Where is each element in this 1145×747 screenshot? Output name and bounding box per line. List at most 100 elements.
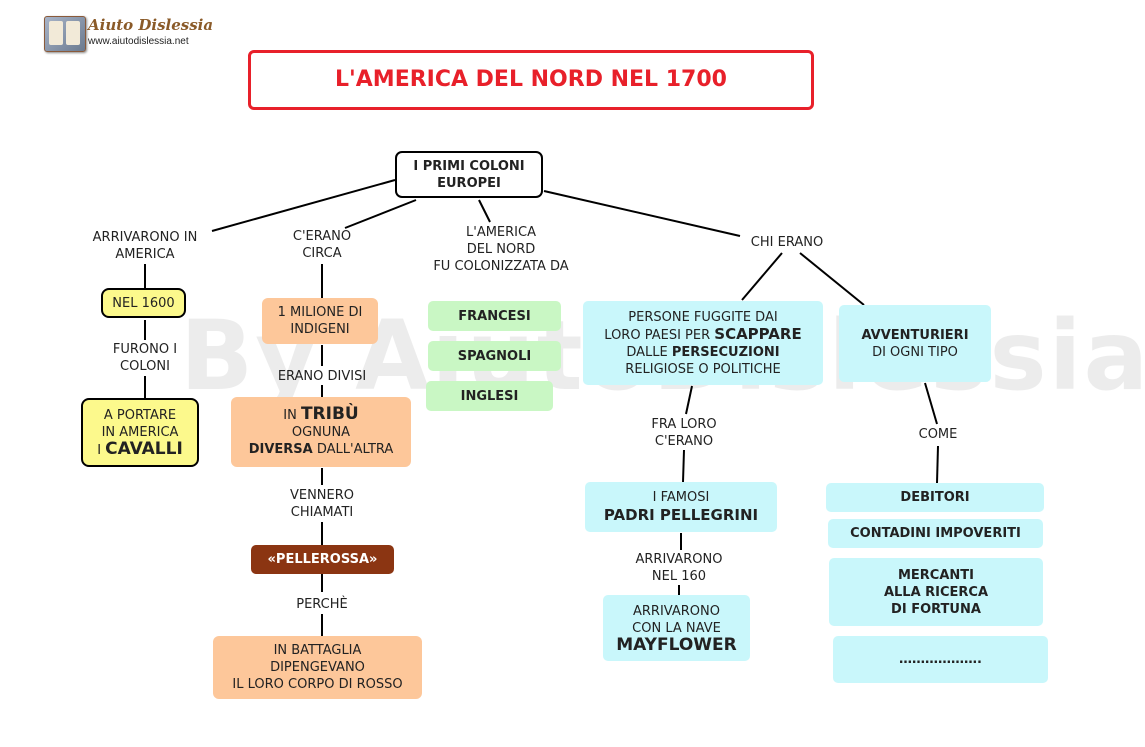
node-padri-line-1: I FAMOSI: [652, 490, 710, 505]
node-tribu-line-1: IN TRIBÙ: [283, 406, 358, 424]
branch4-label: CHI ERANO: [735, 234, 839, 251]
branch4-label-b: COME: [898, 426, 978, 443]
branch2-label-2: ERANO DIVISI: [260, 368, 384, 385]
node-padri-pellegrini: I FAMOSI PADRI PELLEGRINI: [585, 482, 777, 532]
branch4-label-a-line-1: FRA LORO: [651, 417, 717, 432]
node-tribu-line-3: DIVERSA DALL'ALTRA: [249, 441, 394, 458]
book-icon: [44, 16, 86, 52]
branch1-label-2: FURONO I COLONI: [95, 341, 195, 375]
node-nel-1600-text: NEL 1600: [112, 295, 175, 311]
node-debitori-text: DEBITORI: [900, 490, 970, 505]
root-line-2: EUROPEI: [437, 175, 501, 191]
node-persecuzioni-scappare: SCAPPARE: [714, 324, 802, 343]
node-battaglia: IN BATTAGLIA DIPENGEVANO IL LORO CORPO D…: [213, 636, 422, 699]
node-pellerossa: «PELLEROSSA»: [251, 545, 394, 574]
node-inglesi: INGLESI: [426, 381, 553, 411]
node-indigeni: 1 MILIONE DI INDIGENI: [262, 298, 378, 344]
node-mercanti: MERCANTI ALLA RICERCA DI FORTUNA: [829, 558, 1043, 626]
branch4-label-b-text: COME: [918, 427, 958, 442]
node-persecuzioni-line-1: PERSONE FUGGITE DAI: [628, 309, 778, 325]
node-mayflower-line-1: ARRIVARONO: [633, 603, 720, 619]
node-tribu-line-2: OGNUNA: [291, 425, 351, 440]
branch2-label4-text: PERCHÈ: [296, 597, 348, 612]
root-node: I PRIMI COLONI EUROPEI: [395, 151, 543, 198]
node-mercanti-line-1: MERCANTI: [897, 567, 974, 583]
node-tribu-keyword: TRIBÙ: [300, 404, 359, 424]
branch2-label-line-2: CIRCA: [302, 246, 342, 261]
node-francesi: FRANCESI: [428, 301, 561, 331]
node-persecuzioni-keyword: PERSECUZIONI: [671, 344, 780, 360]
node-cavalli: A PORTARE IN AMERICA I CAVALLI: [81, 398, 199, 467]
node-persecuzioni-dalle: DALLE: [626, 344, 668, 360]
branch3-label-line-3: FU COLONIZZATA DA: [433, 259, 569, 274]
node-nel-1600: NEL 1600: [101, 288, 186, 318]
node-indigeni-line-2: INDIGENI: [290, 322, 350, 337]
branch1-label2-line-1: FURONO I: [112, 342, 178, 357]
node-spagnoli-text: SPAGNOLI: [457, 348, 532, 364]
logo-url: www.aiutodislessia.net: [88, 36, 189, 47]
node-tribu-dallaltra: DALL'ALTRA: [316, 442, 394, 457]
branch3-label-line-1: L'AMERICA: [466, 225, 536, 240]
node-persecuzioni: PERSONE FUGGITE DAI LORO PAESI PER SCAPP…: [583, 301, 823, 385]
node-dots: ……………….: [833, 636, 1048, 683]
branch2-label-line-1: C'ERANO: [292, 229, 352, 244]
branch4-label-a2-line-1: ARRIVARONO: [635, 552, 723, 567]
node-cavalli-line-3: I CAVALLI: [97, 438, 183, 459]
branch3-label-line-2: DEL NORD: [466, 242, 536, 257]
branch2-label: C'ERANO CIRCA: [272, 228, 372, 262]
node-cavalli-i: I: [97, 442, 102, 458]
node-tribu: IN TRIBÙ OGNUNA DIVERSA DALL'ALTRA: [231, 397, 411, 467]
node-pellerossa-text: «PELLEROSSA»: [267, 552, 378, 567]
node-indigeni-line-1: 1 MILIONE DI: [277, 305, 363, 320]
node-dots-text: ……………….: [899, 652, 982, 667]
root-line-1: I PRIMI COLONI: [413, 158, 525, 174]
logo-name: Aiuto Dislessia: [88, 16, 214, 34]
branch4-label-a2: ARRIVARONO NEL 160: [624, 551, 734, 585]
node-cavalli-line-2: IN AMERICA: [101, 424, 179, 440]
node-inglesi-text: INGLESI: [460, 388, 519, 404]
node-mayflower-keyword: MAYFLOWER: [616, 634, 737, 655]
node-avventurieri: AVVENTURIERI DI OGNI TIPO: [839, 305, 991, 382]
node-tribu-diversa: DIVERSA: [248, 442, 313, 457]
node-cavalli-keyword: CAVALLI: [105, 438, 183, 459]
node-persecuzioni-per: LORO PAESI PER: [604, 327, 711, 343]
branch4-label-a: FRA LORO C'ERANO: [634, 416, 734, 450]
branch3-label: L'AMERICA DEL NORD FU COLONIZZATA DA: [418, 224, 584, 275]
node-padri-line-2: PADRI PELLEGRINI: [603, 506, 759, 524]
node-tribu-in: IN: [283, 408, 297, 423]
branch1-label2-line-2: COLONI: [120, 359, 170, 374]
logo: Aiuto Dislessia www.aiutodislessia.net: [44, 15, 213, 55]
node-battaglia-line-1: IN BATTAGLIA: [273, 643, 362, 658]
node-battaglia-line-3: IL LORO CORPO DI ROSSO: [232, 677, 403, 692]
node-mercanti-line-3: DI FORTUNA: [891, 601, 981, 617]
node-persecuzioni-line-4: RELIGIOSE O POLITICHE: [625, 361, 781, 377]
node-persecuzioni-line-2: LORO PAESI PER SCAPPARE: [604, 324, 802, 344]
branch2-label-3: VENNERO CHIAMATI: [272, 487, 372, 521]
branch4-label-a-line-2: C'ERANO: [654, 434, 714, 449]
node-avventurieri-line-1: AVVENTURIERI: [861, 327, 969, 343]
node-mayflower-line-2: CON LA NAVE: [632, 620, 721, 636]
node-contadini-text: CONTADINI IMPOVERITI: [850, 526, 1021, 541]
node-cavalli-line-1: A PORTARE: [103, 407, 177, 423]
node-debitori: DEBITORI: [826, 483, 1044, 512]
node-spagnoli: SPAGNOLI: [428, 341, 561, 371]
node-persecuzioni-line-3: DALLE PERSECUZIONI: [626, 344, 779, 361]
node-battaglia-line-2: DIPENGEVANO: [270, 660, 365, 675]
node-contadini: CONTADINI IMPOVERITI: [828, 519, 1043, 548]
node-mercanti-line-2: ALLA RICERCA: [883, 584, 989, 600]
branch1-label-line-1: ARRIVARONO IN: [92, 230, 198, 245]
page-title-box: L'AMERICA DEL NORD NEL 1700: [248, 50, 814, 110]
branch2-label-4: PERCHÈ: [272, 596, 372, 613]
node-francesi-text: FRANCESI: [458, 308, 531, 324]
branch2-label2-text: ERANO DIVISI: [277, 369, 367, 384]
branch2-label3-line-1: VENNERO: [289, 488, 355, 503]
branch2-label3-line-2: CHIAMATI: [290, 505, 354, 520]
branch4-label-a2-line-2: NEL 160: [651, 569, 707, 584]
branch4-label-text: CHI ERANO: [750, 235, 824, 250]
node-mayflower: ARRIVARONO CON LA NAVE MAYFLOWER: [603, 595, 750, 661]
node-avventurieri-line-2: DI OGNI TIPO: [872, 344, 958, 360]
branch1-label-line-2: AMERICA: [115, 247, 175, 262]
page-title: L'AMERICA DEL NORD NEL 1700: [335, 67, 727, 92]
branch1-label: ARRIVARONO IN AMERICA: [80, 229, 210, 263]
